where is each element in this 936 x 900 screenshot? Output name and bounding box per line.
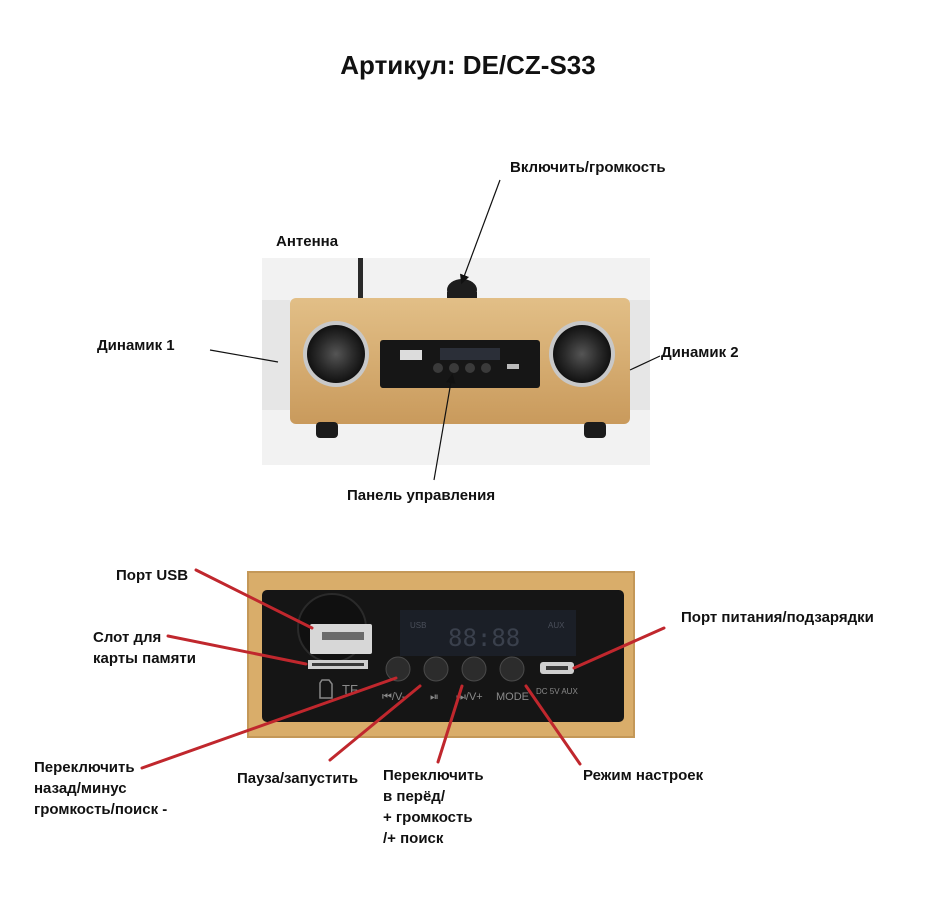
label-antenna: Антенна	[276, 231, 338, 252]
speaker-left	[303, 321, 369, 387]
label-card-slot-line2: карты памяти	[93, 648, 196, 669]
label-prev-line1: Переключить	[34, 757, 167, 778]
antenna	[358, 258, 363, 300]
label-power-volume: Включить/громкость	[510, 157, 666, 178]
label-prev: Переключить назад/минус громкость/поиск …	[34, 757, 167, 820]
usb-indicator: USB	[410, 621, 426, 630]
label-pause-play: Пауза/запустить	[237, 768, 358, 789]
label-prev-line3: громкость/поиск -	[34, 799, 167, 820]
label-card-slot-line1: Слот для	[93, 627, 196, 648]
lcd-digits: 88:88	[448, 624, 520, 652]
small-control-panel	[380, 340, 540, 388]
label-next-line2: в перёд/	[383, 786, 484, 807]
aux-indicator: AUX	[548, 621, 565, 630]
label-next-line3: + громкость	[383, 807, 484, 828]
dc-marking: DC 5V AUX	[536, 687, 578, 696]
play-pause-button	[424, 657, 448, 681]
speaker-photo	[262, 258, 650, 465]
mode-button	[500, 657, 524, 681]
next-button	[462, 657, 486, 681]
label-usb-port: Порт USB	[116, 565, 188, 586]
panel-closeup	[248, 572, 634, 737]
label-next-line4: /+ поиск	[383, 828, 484, 849]
label-mode: Режим настроек	[583, 765, 703, 786]
speaker-right	[549, 321, 615, 387]
prev-button	[386, 657, 410, 681]
label-power-port: Порт питания/подзарядки	[681, 607, 874, 628]
label-next-line1: Переключить	[383, 765, 484, 786]
label-card-slot: Слот для карты памяти	[93, 627, 196, 669]
btn4-marking: MODE	[496, 691, 529, 703]
label-next: Переключить в перёд/ + громкость /+ поис…	[383, 765, 484, 849]
btn2-marking: ⏯	[430, 691, 439, 703]
label-speaker-2: Динамик 2	[661, 342, 739, 363]
label-control-panel: Панель управления	[347, 485, 495, 506]
label-prev-line2: назад/минус	[34, 778, 167, 799]
label-speaker-1: Динамик 1	[97, 335, 175, 356]
